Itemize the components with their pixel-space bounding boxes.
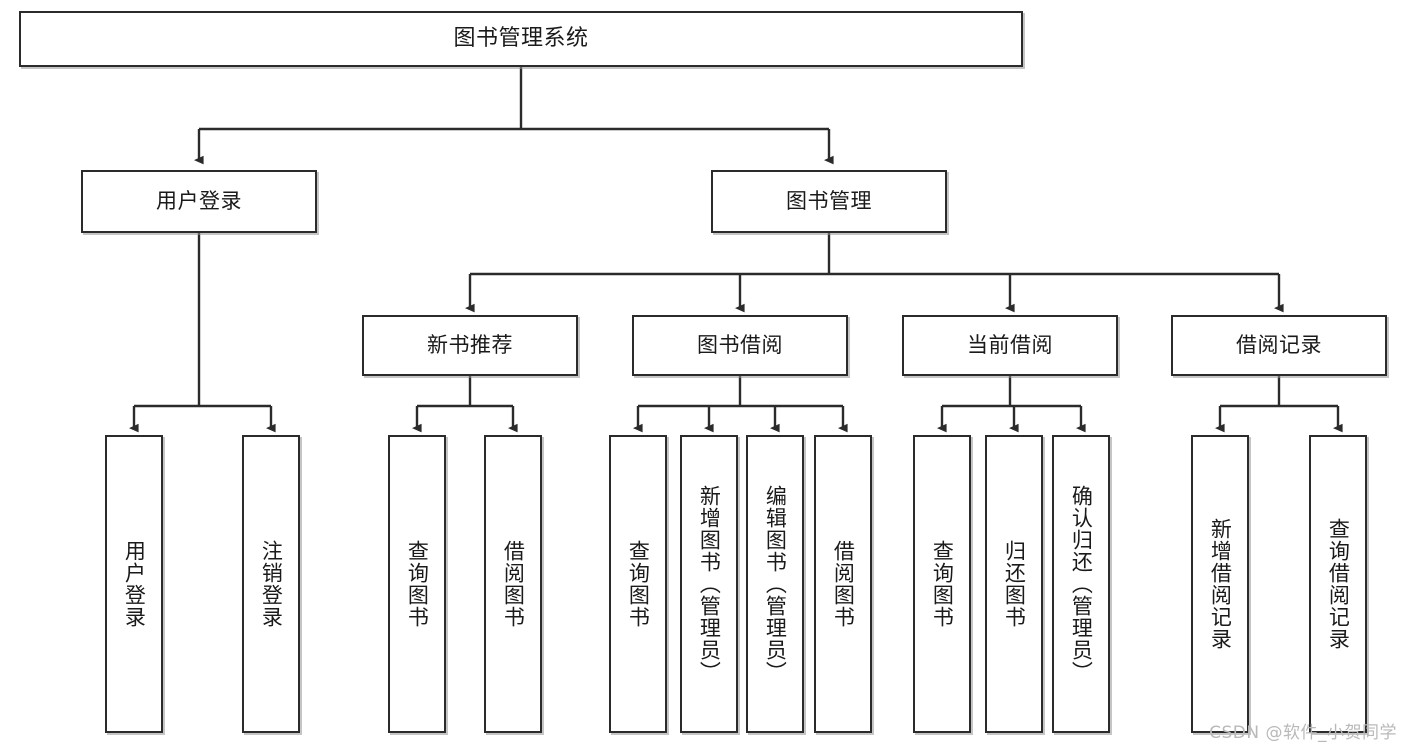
node-leaf-borrow-book-1-label: 借阅图书 xyxy=(501,540,526,628)
node-leaf-borrow-book-1[interactable]: 借阅图书 xyxy=(484,435,542,733)
node-leaf-add-book[interactable]: 新增图书（管理员） xyxy=(680,435,738,733)
node-leaf-query-book-3-label: 查询图书 xyxy=(930,540,955,628)
node-leaf-query-book-2-label: 查询图书 xyxy=(626,540,651,628)
node-borrow-record[interactable]: 借阅记录 xyxy=(1171,315,1387,376)
node-leaf-return-book[interactable]: 归还图书 xyxy=(985,435,1043,733)
node-current-borrow[interactable]: 当前借阅 xyxy=(902,315,1118,376)
node-leaf-edit-book[interactable]: 编辑图书（管理员） xyxy=(746,435,804,733)
node-book-borrow[interactable]: 图书借阅 xyxy=(632,315,848,376)
node-root-label: 图书管理系统 xyxy=(453,25,589,51)
node-leaf-logout-label: 注销登录 xyxy=(259,540,284,628)
node-leaf-add-record-label: 新增借阅记录 xyxy=(1208,518,1233,650)
node-book-manage[interactable]: 图书管理 xyxy=(711,170,947,233)
node-borrow-record-label: 借阅记录 xyxy=(1236,332,1322,357)
node-leaf-add-book-label: 新增图书（管理员） xyxy=(697,485,722,683)
node-leaf-confirm-return-label: 确认归还（管理员） xyxy=(1069,485,1094,683)
node-book-manage-label: 图书管理 xyxy=(786,188,872,213)
node-leaf-query-record-label: 查询借阅记录 xyxy=(1326,518,1351,650)
node-leaf-query-book-1[interactable]: 查询图书 xyxy=(388,435,446,733)
node-leaf-borrow-book-2[interactable]: 借阅图书 xyxy=(814,435,872,733)
node-new-book-rec[interactable]: 新书推荐 xyxy=(362,315,578,376)
node-leaf-user-login-label: 用户登录 xyxy=(122,540,147,628)
node-leaf-query-book-1-label: 查询图书 xyxy=(405,540,430,628)
node-book-borrow-label: 图书借阅 xyxy=(697,332,783,357)
watermark: CSDN @软件_小贺同学 xyxy=(1209,723,1397,743)
node-leaf-logout[interactable]: 注销登录 xyxy=(242,435,300,733)
node-current-borrow-label: 当前借阅 xyxy=(967,332,1053,357)
node-leaf-user-login[interactable]: 用户登录 xyxy=(105,435,163,733)
node-leaf-query-book-3[interactable]: 查询图书 xyxy=(913,435,971,733)
node-leaf-confirm-return[interactable]: 确认归还（管理员） xyxy=(1052,435,1110,733)
node-leaf-borrow-book-2-label: 借阅图书 xyxy=(831,540,856,628)
node-leaf-add-record[interactable]: 新增借阅记录 xyxy=(1191,435,1249,733)
node-leaf-return-book-label: 归还图书 xyxy=(1002,540,1027,628)
node-user-login[interactable]: 用户登录 xyxy=(81,170,317,233)
node-leaf-query-record[interactable]: 查询借阅记录 xyxy=(1309,435,1367,733)
node-leaf-edit-book-label: 编辑图书（管理员） xyxy=(763,485,788,683)
node-leaf-query-book-2[interactable]: 查询图书 xyxy=(609,435,667,733)
node-new-book-rec-label: 新书推荐 xyxy=(427,332,513,357)
node-user-login-label: 用户登录 xyxy=(156,188,242,213)
node-root[interactable]: 图书管理系统 xyxy=(19,11,1023,67)
